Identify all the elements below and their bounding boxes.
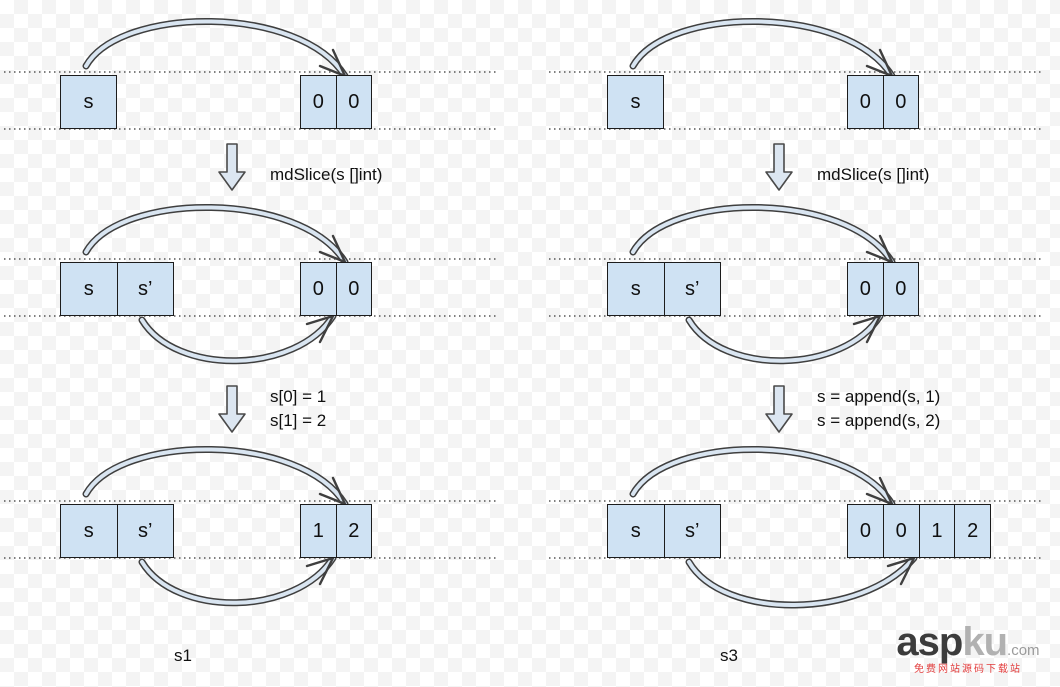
array-cell: 0 xyxy=(882,263,919,315)
s1-step1-label: mdSlice(s []int) xyxy=(270,165,383,184)
array-cell: 0 xyxy=(859,90,871,113)
s1-stage1-pointer-arc xyxy=(82,17,349,80)
array-cell: 0 xyxy=(335,263,372,315)
s1-stage3-top-pointer-arc xyxy=(82,445,349,508)
s3-stage3-array-box: 0 0 1 2 xyxy=(847,504,991,558)
array-cell: 0 xyxy=(882,76,919,128)
s3-step2-label-line2: s = append(s, 2) xyxy=(817,411,941,430)
watermark-tagline: 免费网站源码下载站 xyxy=(914,664,1022,675)
site-watermark: aspku.com 免费网站源码下载站 xyxy=(882,622,1054,675)
array-cell: 0 xyxy=(335,76,372,128)
s1-step1-down-arrow-icon xyxy=(218,143,246,191)
s1-stage1-array-box: 0 0 xyxy=(300,75,372,129)
s3-step2-down-arrow-icon xyxy=(765,385,793,433)
s3-caption: s3 xyxy=(720,646,738,665)
s3-stage1-pointer-arc xyxy=(629,17,896,80)
slice-var-cell: s xyxy=(83,90,94,113)
s1-dotted-lines xyxy=(4,71,497,559)
s1-caption: s1 xyxy=(174,646,192,665)
s3-step2-label-line1: s = append(s, 1) xyxy=(817,387,941,406)
array-cell: 0 xyxy=(859,277,871,300)
s3-stage2-bottom-pointer-arc xyxy=(685,312,884,365)
s1-step2-label-line1: s[0] = 1 xyxy=(270,387,327,406)
slice-var-cell: s xyxy=(83,519,94,542)
array-cell: 0 xyxy=(859,519,871,542)
slice-var-cell: s xyxy=(630,277,641,300)
slice-var-cell: s xyxy=(630,519,641,542)
s3-stage2-slice-vars-box: s s’ xyxy=(607,262,721,316)
array-cell: 2 xyxy=(335,505,372,557)
slice-var-cell: s’ xyxy=(663,505,721,557)
s1-step2-down-arrow-icon xyxy=(218,385,246,433)
array-cell: 2 xyxy=(954,505,990,557)
s3-step1-label: mdSlice(s []int) xyxy=(817,165,930,184)
watermark-brand-dark: asp xyxy=(896,620,963,664)
array-cell: 0 xyxy=(882,505,919,557)
s1-stage2-array-box: 0 0 xyxy=(300,262,372,316)
s1-stage3-slice-vars-box: s s’ xyxy=(60,504,174,558)
slice-var-cell: s’ xyxy=(663,263,721,315)
watermark-domain-suffix: .com xyxy=(1007,642,1040,659)
watermark-brand-light: ku xyxy=(962,620,1008,664)
array-cell: 0 xyxy=(312,277,324,300)
array-cell: 1 xyxy=(918,505,955,557)
s3-stage3-slice-vars-box: s s’ xyxy=(607,504,721,558)
array-cell: 1 xyxy=(312,519,324,542)
s1-stage1-slice-var-box: s xyxy=(60,75,117,129)
watermark-brand: aspku.com xyxy=(882,622,1054,662)
s1-stage2-top-pointer-arc xyxy=(82,203,349,266)
s3-dotted-lines xyxy=(549,71,1041,559)
s3-stage3-top-pointer-arc xyxy=(629,445,896,508)
s3-stage2-array-box: 0 0 xyxy=(847,262,919,316)
s3-stage1-array-box: 0 0 xyxy=(847,75,919,129)
slice-var-cell: s xyxy=(83,277,94,300)
s3-step1-down-arrow-icon xyxy=(765,143,793,191)
s3-stage2-top-pointer-arc xyxy=(629,203,896,266)
s1-stage2-bottom-pointer-arc xyxy=(138,312,337,365)
slice-var-cell: s’ xyxy=(116,263,174,315)
s1-step2-label-line2: s[1] = 2 xyxy=(270,411,327,430)
slice-var-cell: s’ xyxy=(116,505,174,557)
slice-var-cell: s xyxy=(630,90,641,113)
array-cell: 0 xyxy=(312,90,324,113)
s1-stage3-array-box: 1 2 xyxy=(300,504,372,558)
s3-stage1-slice-var-box: s xyxy=(607,75,664,129)
s1-stage2-slice-vars-box: s s’ xyxy=(60,262,174,316)
s3-stage3-bottom-pointer-arc xyxy=(685,554,918,609)
s1-stage3-bottom-pointer-arc xyxy=(138,554,337,607)
